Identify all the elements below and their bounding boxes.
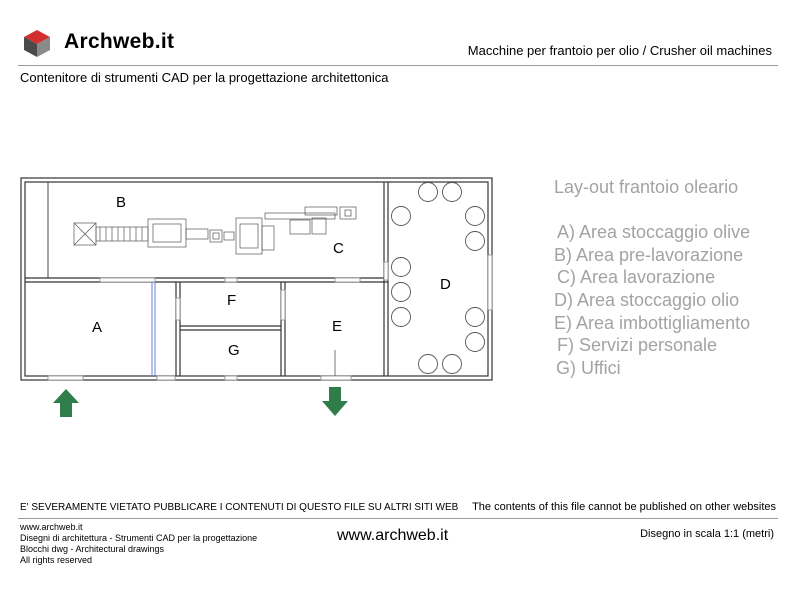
footer-divider <box>18 518 778 519</box>
header-divider <box>18 65 778 66</box>
footer-line: All rights reserved <box>20 555 93 565</box>
legend-item-f: F) Servizi personale <box>557 335 718 355</box>
opening <box>334 277 361 283</box>
legend-title: Lay-out frantoio oleario <box>554 177 739 197</box>
room-label-e: E <box>332 318 342 335</box>
opening <box>383 261 389 281</box>
room-label-c: C <box>333 240 344 257</box>
opening <box>156 375 176 381</box>
room-label-b: B <box>116 194 126 211</box>
opening <box>224 375 238 381</box>
opening <box>280 289 286 321</box>
page-title: Macchine per frantoio per olio / Crusher… <box>467 43 772 58</box>
footer-line: Disegni di architettura - Strumenti CAD … <box>20 533 258 543</box>
legend-item-e: E) Area imbottigliamento <box>554 313 751 333</box>
opening <box>47 375 84 381</box>
room-label-a: A <box>92 319 102 336</box>
legend-item-a: A) Area stoccaggio olive <box>557 222 751 242</box>
room-label-f: F <box>227 292 236 309</box>
brand-name: Archweb.it <box>64 30 175 53</box>
oil-tanks <box>391 182 485 374</box>
legend-item-d: D) Area stoccaggio olio <box>554 290 740 310</box>
opening <box>487 254 493 311</box>
footer-line: Blocchi dwg - Architectural drawings <box>20 544 165 554</box>
room-label-g: G <box>228 342 240 359</box>
cube-logo-icon <box>24 30 50 57</box>
outer-wall-outer <box>20 177 493 381</box>
page-subtitle: Contenitore di strumenti CAD per la prog… <box>20 70 389 85</box>
opening <box>224 277 238 283</box>
drawing-scale: Disegno in scala 1:1 (metri) <box>640 528 774 540</box>
opening <box>320 375 352 381</box>
opening <box>99 277 156 283</box>
room-label-d: D <box>440 276 451 293</box>
warning-english: The contents of this file cannot be publ… <box>472 501 776 513</box>
footer-line: www.archweb.it <box>20 522 83 532</box>
opening <box>175 297 181 321</box>
exit-arrow-icon <box>322 387 348 416</box>
machinery-layout <box>73 206 357 255</box>
legend-item-b: B) Area pre-lavorazione <box>554 245 744 265</box>
entrance-arrow-icon <box>53 389 79 417</box>
footer-url[interactable]: www.archweb.it <box>337 527 449 544</box>
legend-item-c: C) Area lavorazione <box>557 267 716 287</box>
warning-italian: E' SEVERAMENTE VIETATO PUBBLICARE I CONT… <box>20 502 459 513</box>
outer-wall-inner <box>24 181 489 377</box>
legend-item-g: G) Uffici <box>556 358 621 378</box>
